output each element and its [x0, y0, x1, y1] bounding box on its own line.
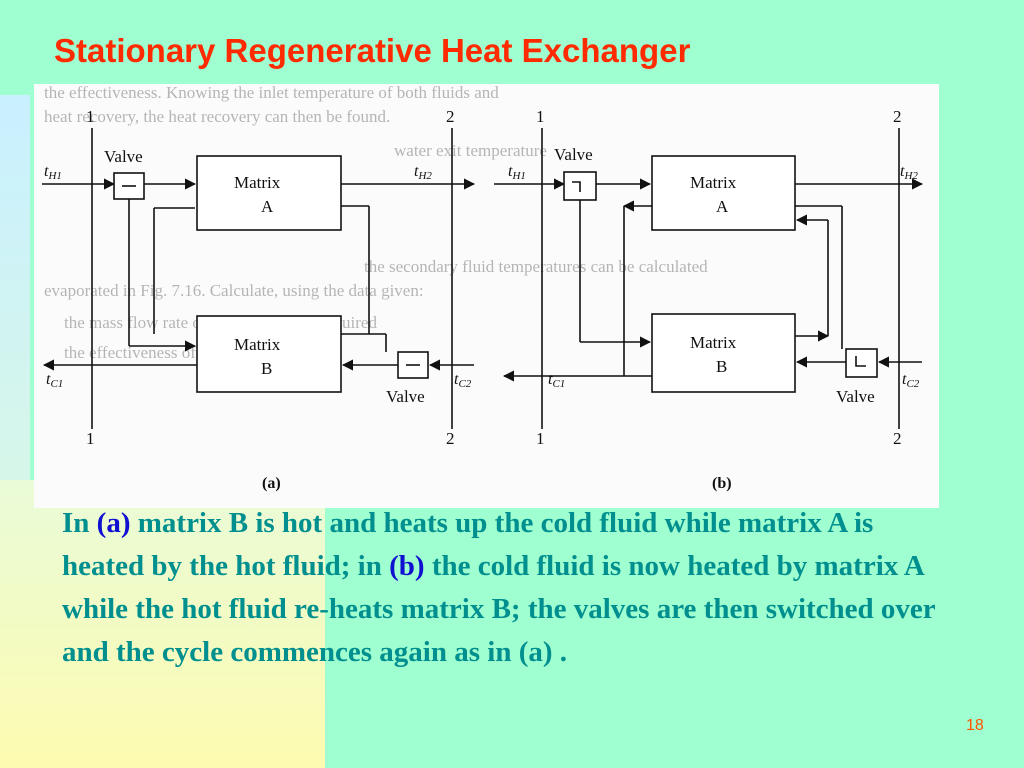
panel-b-station-2-bottom: 2 — [893, 429, 902, 448]
panel-b-label: (b) — [712, 475, 732, 492]
panel-a-label: (a) — [262, 475, 281, 492]
panel-a-station-1-top: 1 — [86, 107, 95, 126]
panel-a-matrix-b-line2: B — [261, 359, 272, 378]
bg-line-5: evaporated in Fig. 7.16. Calculate, usin… — [44, 281, 424, 300]
bottom-gradient-block — [0, 480, 325, 768]
panel-a-matrix-a-line1: Matrix — [234, 173, 281, 192]
panel-a-th2: tH2 — [414, 163, 432, 182]
panel-b-th1: tH1 — [508, 163, 526, 182]
bg-line-3: water exit temperature — [394, 141, 547, 160]
panel-b-station-1-top: 1 — [536, 107, 545, 126]
panel-b-matrix-b-line1: Matrix — [690, 333, 737, 352]
slide-caption: In (a) matrix B is hot and heats up the … — [62, 502, 962, 674]
panel-b-valve-top: Valve — [554, 145, 593, 164]
panel-b-valve-bottom: Valve — [836, 387, 875, 406]
panel-a-labels: Matrix A Matrix B Valve Valve 1 2 1 2 tH… — [44, 107, 472, 492]
caption-part-2: matrix B is hot and heats up the cold fl… — [62, 507, 874, 582]
panel-a-station-2-top: 2 — [446, 107, 455, 126]
slide-title: Stationary Regenerative Heat Exchanger — [54, 32, 691, 69]
bg-line-2: heat recovery, the heat recovery can the… — [44, 107, 390, 126]
bg-line-1: the effectiveness. Knowing the inlet tem… — [44, 84, 499, 102]
caption-part-3: the cold fluid is now heated by matrix A… — [62, 550, 936, 668]
panel-b-th2: tH2 — [900, 163, 918, 182]
panel-b-station-1-bottom: 1 — [536, 429, 545, 448]
panel-a-station-2-bottom: 2 — [446, 429, 455, 448]
panel-a-valve-bottom: Valve — [386, 387, 425, 406]
panel-a-matrix-a-line2: A — [261, 197, 274, 216]
panel-b-tc2: tC2 — [902, 371, 920, 390]
scan-background-text: the effectiveness. Knowing the inlet tem… — [44, 84, 708, 362]
caption-ref-a: (a) — [96, 507, 131, 539]
caption-ref-b: (b) — [389, 550, 425, 582]
panel-a-station-1-bottom: 1 — [86, 429, 95, 448]
panel-a-th1: tH1 — [44, 163, 62, 182]
page-number: 18 — [966, 717, 984, 734]
panel-b — [494, 128, 924, 429]
panel-a-valve-top: Valve — [104, 147, 143, 166]
heat-exchanger-figure: the effectiveness. Knowing the inlet tem… — [34, 84, 939, 508]
panel-a-tc2: tC2 — [454, 371, 472, 390]
panel-b-labels: Matrix A Matrix B Valve Valve 1 2 1 2 tH… — [508, 107, 920, 492]
panel-a — [42, 128, 476, 429]
panel-b-matrix-a-line2: A — [716, 197, 729, 216]
panel-b-tc1: tC1 — [548, 371, 565, 390]
bg-line-4: the secondary fluid temperatures can be … — [364, 257, 708, 276]
panel-a-tc1: tC1 — [46, 371, 63, 390]
panel-b-matrix-a-line1: Matrix — [690, 173, 737, 192]
panel-b-station-2-top: 2 — [893, 107, 902, 126]
caption-part-1: In — [62, 507, 97, 539]
panel-b-matrix-b-line2: B — [716, 357, 727, 376]
panel-a-matrix-b-line1: Matrix — [234, 335, 281, 354]
